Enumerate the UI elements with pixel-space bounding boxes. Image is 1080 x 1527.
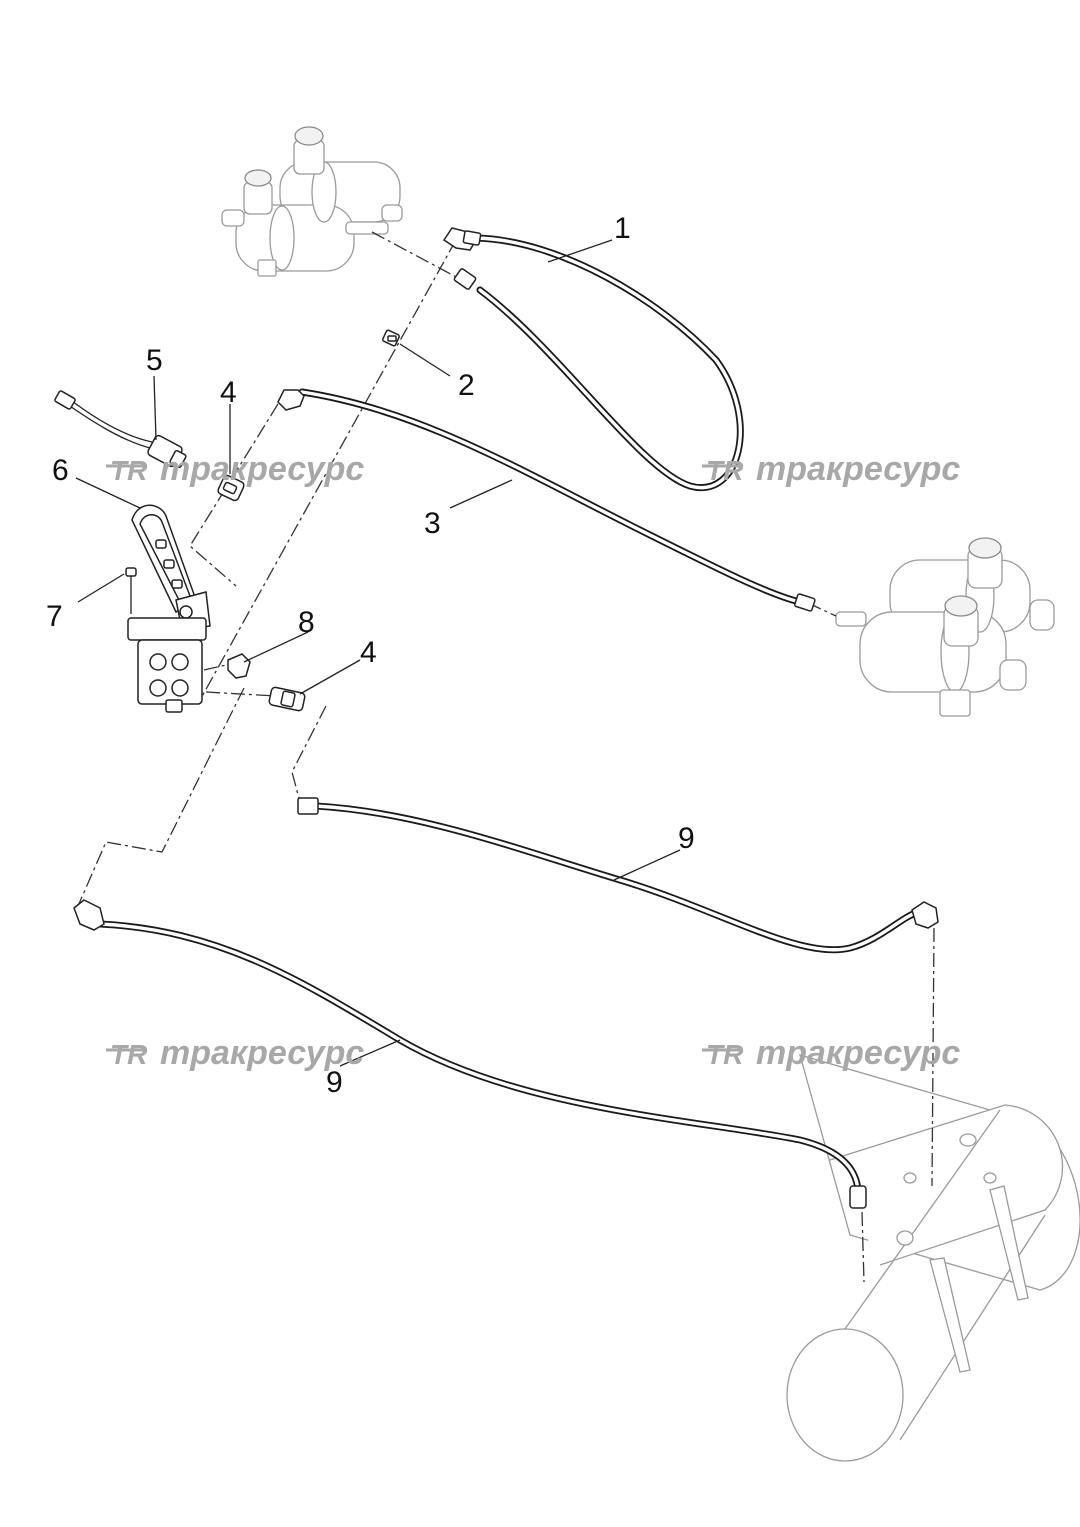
callout-6: 6 — [52, 454, 69, 487]
callout-1: 1 — [614, 212, 631, 245]
svg-text:тракресурс: тракресурс — [756, 1034, 960, 1072]
fitting-2[interactable] — [382, 329, 400, 347]
elbow-fitting-8[interactable] — [227, 653, 251, 679]
hose-9-lower[interactable] — [73, 899, 867, 1209]
leader-lines — [75, 239, 681, 1067]
callout-numbers: 1 2 3 4 5 6 7 8 4 9 9 — [46, 212, 695, 1099]
hose-3[interactable] — [277, 388, 816, 612]
watermark-upper-right: TR тракресурс — [702, 450, 960, 488]
svg-text:TR: TR — [706, 455, 744, 486]
callout-5: 5 — [146, 344, 163, 377]
hose-1[interactable] — [442, 227, 744, 492]
brake-chamber-right — [835, 537, 1055, 717]
callout-2: 2 — [458, 369, 475, 402]
brake-valve[interactable] — [127, 617, 207, 713]
brake-pedal-6[interactable] — [131, 504, 211, 631]
svg-text:TR: TR — [110, 455, 148, 486]
svg-text:тракресурс: тракресурс — [160, 450, 364, 488]
watermark-lower-left: TR тракресурс — [106, 1034, 364, 1072]
sensor-5[interactable] — [54, 390, 187, 469]
brake-chamber-top-left — [221, 126, 403, 277]
callout-4-upper: 4 — [220, 376, 237, 409]
callout-3: 3 — [424, 507, 441, 540]
watermark-lower-right: TR тракресурс — [702, 1034, 960, 1072]
bolt-7[interactable] — [125, 567, 137, 614]
callout-4-lower: 4 — [360, 636, 377, 669]
watermark-upper-left: TR тракресурс — [106, 450, 364, 488]
callout-8: 8 — [298, 606, 315, 639]
svg-text:тракресурс: тракресурс — [160, 1034, 364, 1072]
callout-9-upper: 9 — [678, 822, 695, 855]
hose-9-upper[interactable] — [297, 797, 939, 954]
air-receiver-tank — [786, 1054, 1080, 1462]
dashed-connection-lines — [77, 231, 935, 1283]
svg-text:TR: TR — [110, 1039, 148, 1070]
callout-9-lower: 9 — [326, 1066, 343, 1099]
svg-text:TR: TR — [706, 1039, 744, 1070]
fitting-4-lower[interactable] — [268, 686, 306, 712]
callout-7: 7 — [46, 600, 63, 633]
fitting-4-upper[interactable] — [217, 474, 245, 502]
svg-text:тракресурс: тракресурс — [756, 450, 960, 488]
